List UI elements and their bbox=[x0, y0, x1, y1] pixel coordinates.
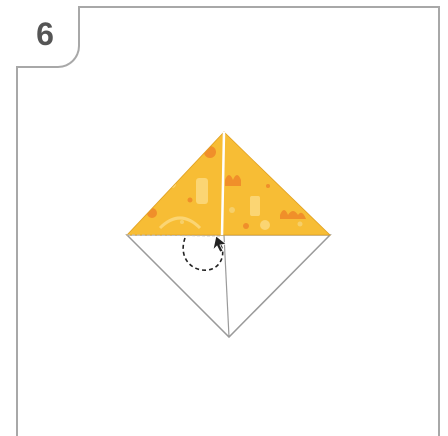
paper-upper-half bbox=[127, 132, 330, 235]
